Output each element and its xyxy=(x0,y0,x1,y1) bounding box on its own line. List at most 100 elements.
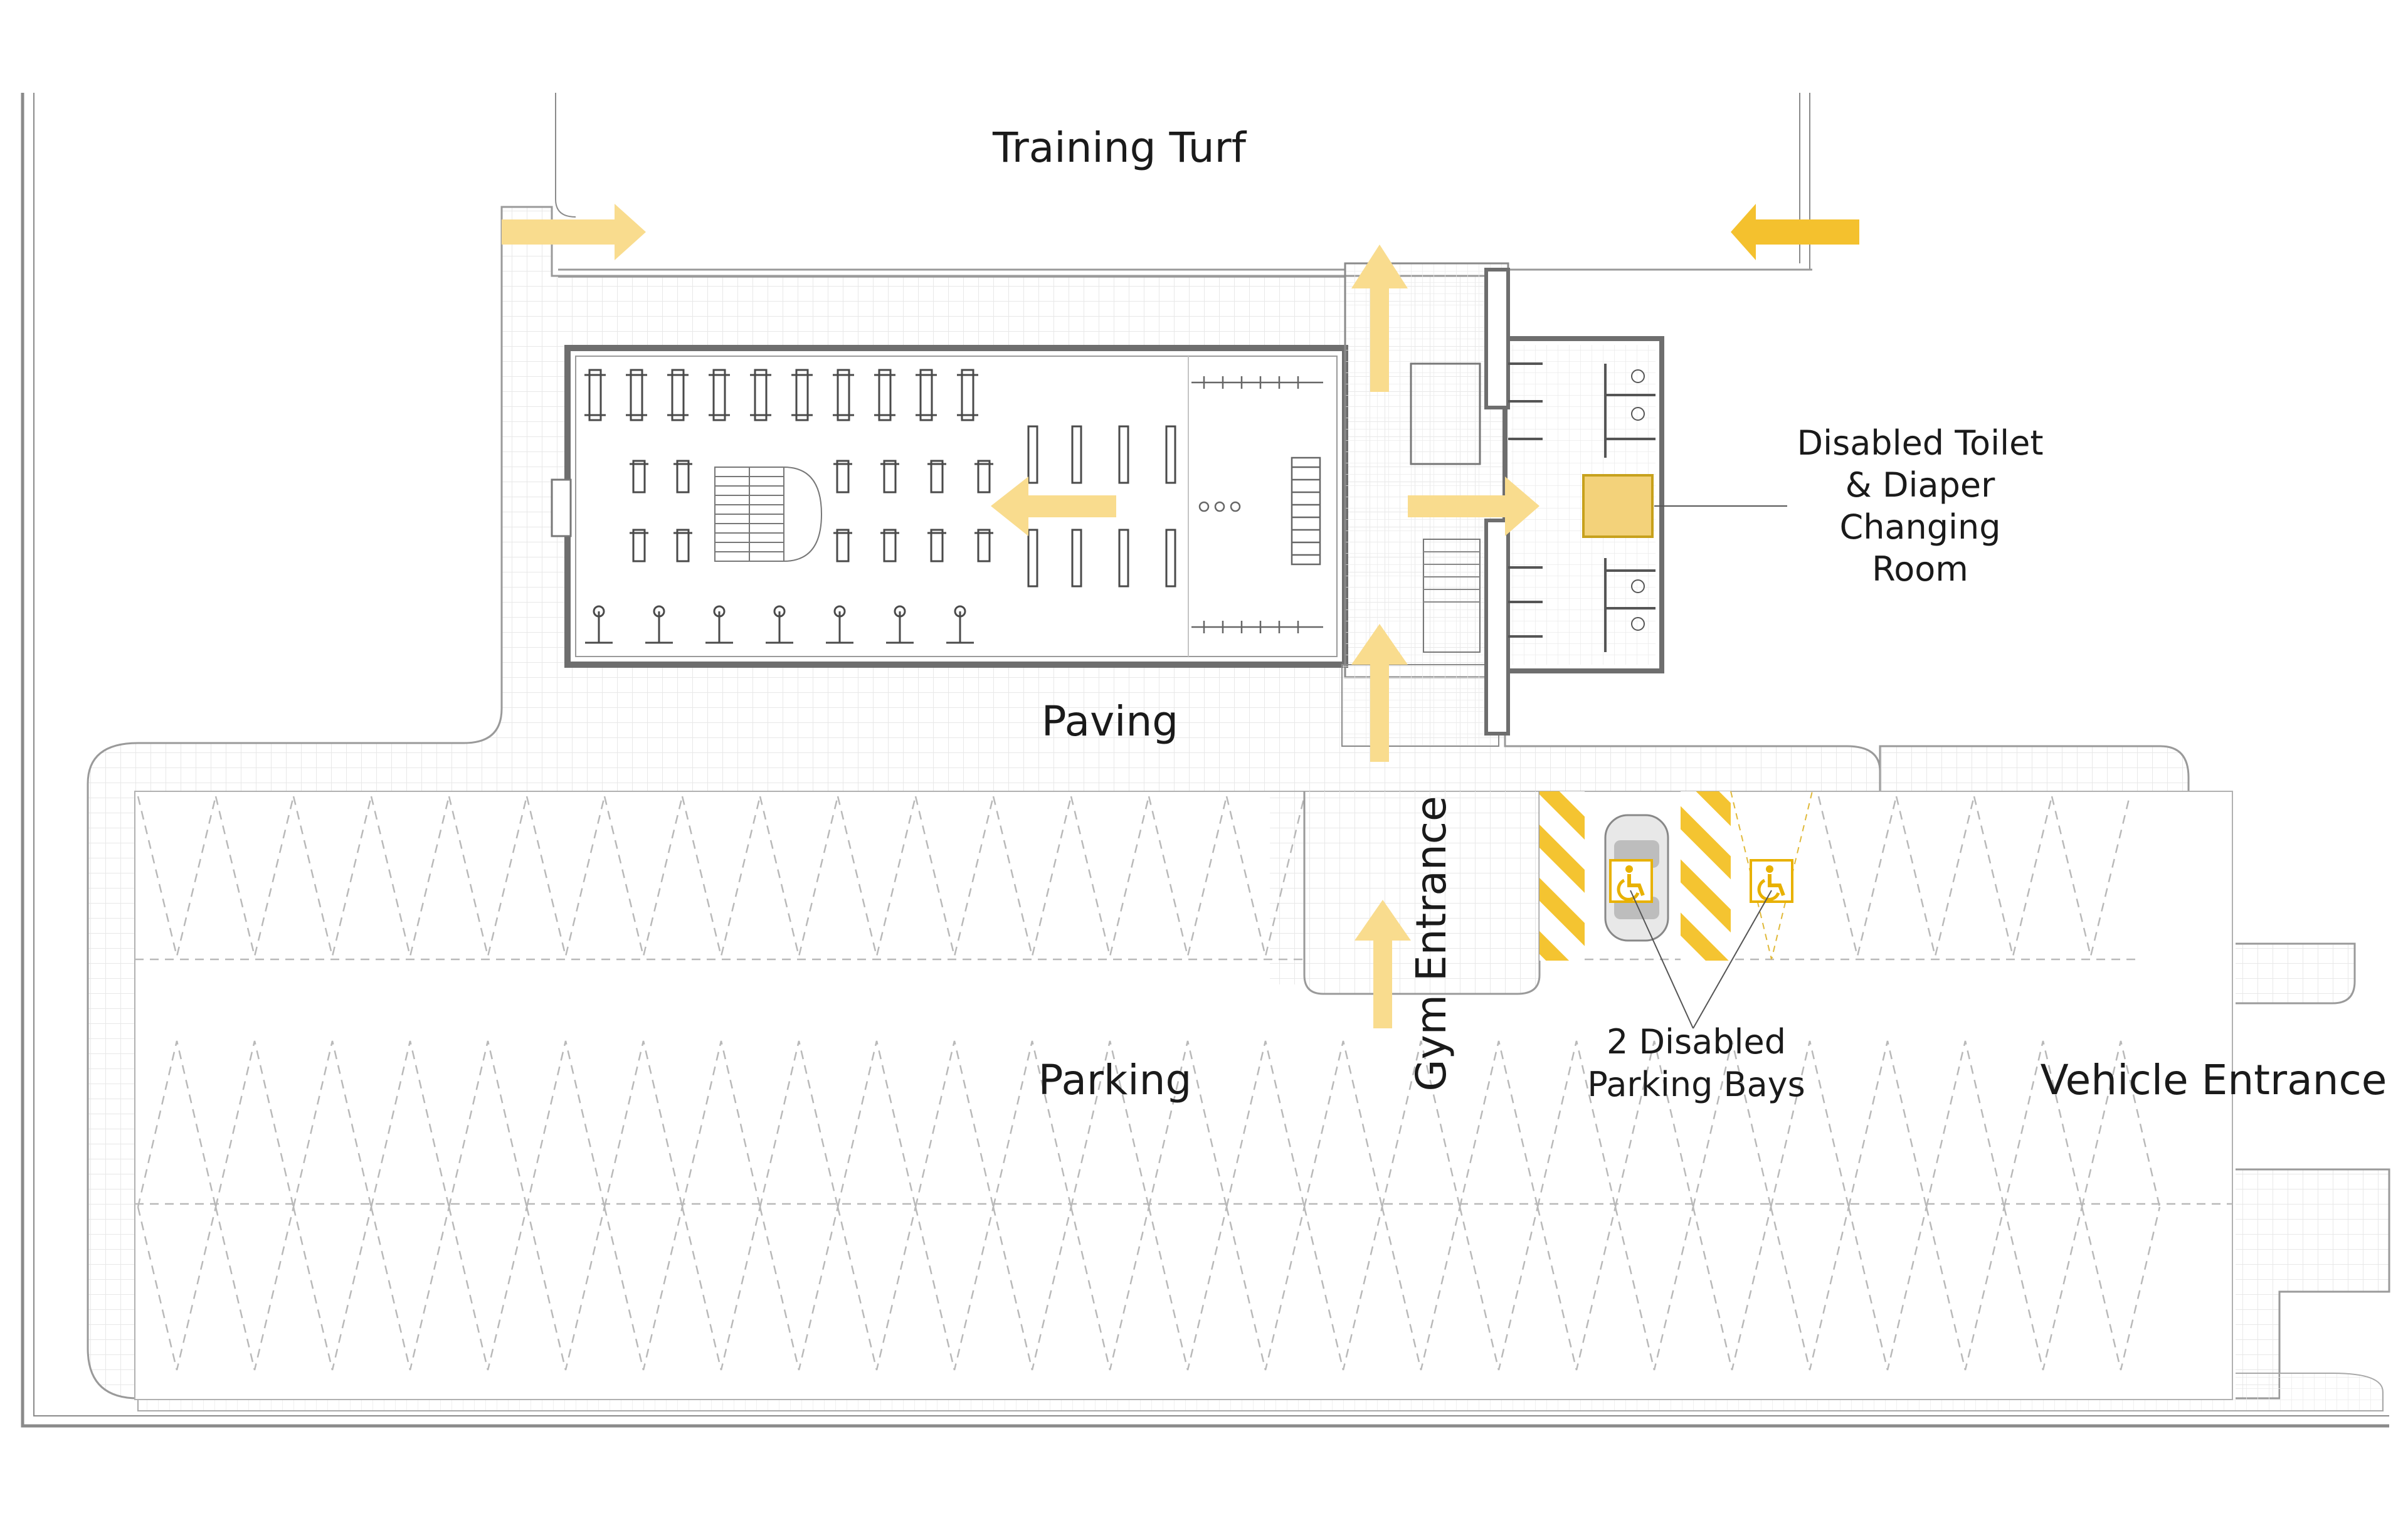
parking-bay-marking xyxy=(992,1040,1072,1208)
parking-bay-marking xyxy=(2051,796,2131,957)
parking-bay-marking xyxy=(2081,1206,2161,1371)
gym-machine xyxy=(676,529,690,562)
gym-machine xyxy=(1027,425,1038,484)
parking-bay-marking xyxy=(681,1206,761,1371)
parking-bay-marking xyxy=(603,1040,684,1208)
gym-machine xyxy=(961,369,974,421)
parking-bay-marking xyxy=(603,796,684,957)
parking-bay-marking xyxy=(759,796,839,957)
gym-machine xyxy=(653,605,665,618)
parking-bay-marking xyxy=(992,796,1072,957)
parking-bay-marking xyxy=(1925,1040,2005,1208)
gym-machine xyxy=(878,369,892,421)
parking-bay-marking xyxy=(2003,1040,2083,1208)
gym-machine xyxy=(837,369,850,421)
bay-pointer-lines xyxy=(1630,890,1772,1029)
parking-bay-marking xyxy=(525,1206,606,1371)
label-disabled-toilet-1: Disabled Toilet xyxy=(1797,423,2043,463)
parking-bay-marking xyxy=(214,796,295,957)
toilet-cubicles xyxy=(1508,362,1656,652)
parking-bay-marking xyxy=(992,1206,1072,1371)
parking-bay-marking xyxy=(1070,796,1150,957)
parking-bay-marking xyxy=(137,796,217,957)
label-disabled-bays-1: 2 Disabled xyxy=(1607,1022,1786,1062)
gym-machine xyxy=(1071,425,1082,484)
plan-labels: Training Turf Paving Parking Vehicle Ent… xyxy=(992,124,2387,1104)
label-vehicle-entrance: Vehicle Entrance xyxy=(2041,1056,2387,1104)
gym-machine xyxy=(1118,529,1129,588)
label-gym-entrance: Gym Entrance xyxy=(1407,796,1455,1091)
gym-machine xyxy=(671,369,685,421)
gym-machine xyxy=(593,605,605,618)
parking-bay-marking xyxy=(1303,1206,1383,1371)
parking-bay-marking xyxy=(137,1206,217,1371)
parking-bay-marking xyxy=(1303,1040,1383,1208)
disabled-parking-bays xyxy=(1539,791,1813,1029)
parking-bay-marking xyxy=(292,1040,372,1208)
parking-bay-marking xyxy=(1459,1040,1539,1208)
gym-machine xyxy=(977,529,991,562)
parking-bay-marking xyxy=(1614,1206,1694,1371)
parking-bay-marking xyxy=(759,1206,839,1371)
parking-bay-marking xyxy=(292,1206,372,1371)
turf-edge xyxy=(558,268,1812,278)
parking-bay-marking xyxy=(448,1040,528,1208)
label-disabled-toilet-3: Changing xyxy=(1839,507,2000,547)
label-parking: Parking xyxy=(1038,1056,1192,1104)
parking-bay-marking xyxy=(1459,1206,1539,1371)
parking-bay-marking xyxy=(1225,1040,1306,1208)
parking-bay-marking xyxy=(370,1040,450,1208)
gym-entrance-kerb xyxy=(1303,791,1541,995)
parking-bay-marking xyxy=(292,796,372,957)
parking-bay-marking xyxy=(1692,1206,1772,1371)
parking-bay-marking xyxy=(837,796,917,957)
toilet-block xyxy=(1410,268,1787,736)
direction-arrow-icon xyxy=(502,204,1539,1028)
parking-bay-marking xyxy=(1070,1206,1150,1371)
parking-area xyxy=(134,791,2236,1400)
parking-bay-marking xyxy=(370,1206,450,1371)
gym-machine xyxy=(930,529,944,562)
gym-machine xyxy=(588,369,602,421)
parking-bay-marking xyxy=(1847,1040,1928,1208)
gym-machine xyxy=(712,369,726,421)
parking-bay-marking xyxy=(837,1040,917,1208)
parking-bay-marking xyxy=(448,1206,528,1371)
parking-bay-marking xyxy=(137,1040,217,1208)
direction-arrow-icon xyxy=(1731,204,1859,260)
parking-bay-marking xyxy=(525,796,606,957)
parking-bay-marking xyxy=(914,1040,995,1208)
parking-bay-marking xyxy=(681,796,761,957)
label-paving: Paving xyxy=(1042,697,1178,746)
parking-bay-marking xyxy=(1148,796,1228,957)
gym-machine xyxy=(632,460,646,493)
parking-bay-marking xyxy=(370,796,450,957)
parking-bay-marking xyxy=(1381,1040,1461,1208)
parking-bay-marking xyxy=(448,796,528,957)
gym-machine xyxy=(836,460,850,493)
gym-equipment xyxy=(584,369,1176,644)
gym-machine xyxy=(919,369,933,421)
parking-bay-marking xyxy=(214,1206,295,1371)
parking-bay-marking xyxy=(1925,1206,2005,1371)
gym-machine xyxy=(676,460,690,493)
gym-machine xyxy=(773,605,786,618)
weight-racks xyxy=(1191,376,1323,633)
parking-bay-marking xyxy=(1973,796,2053,957)
gym-machine xyxy=(894,605,906,618)
parking-bay-marking xyxy=(1895,796,1975,957)
parking-bay-marking xyxy=(1692,1040,1772,1208)
parking-bay-marking xyxy=(1817,796,1898,957)
gym-machine xyxy=(883,460,897,493)
parking-bay-marking xyxy=(914,796,995,957)
parking-bay-marking xyxy=(525,1040,606,1208)
parking-bay-marking xyxy=(914,1206,995,1371)
parking-bay-marking xyxy=(1148,1206,1228,1371)
parking-bay-marking xyxy=(1536,1206,1617,1371)
gym-machine xyxy=(1165,425,1176,484)
parking-bay-marking xyxy=(1225,796,1306,957)
parking-bay-marking xyxy=(1614,1040,1694,1208)
parking-bay-marking xyxy=(1148,1040,1228,1208)
parking-bay-marking xyxy=(1536,1040,1617,1208)
wheelchair-icon xyxy=(1609,859,1653,903)
